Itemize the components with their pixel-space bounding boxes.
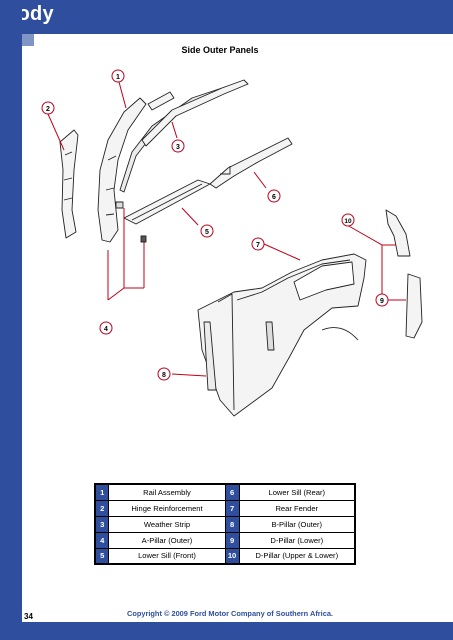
footer-bar	[0, 622, 453, 640]
left-margin-bar	[0, 0, 22, 640]
part-name: Rail Assembly	[108, 483, 226, 501]
callout-circle-2	[41, 101, 55, 115]
part-number: 8	[224, 515, 240, 533]
table-row: 4 A-Pillar (Outer) 9 D-Pillar (Lower)	[94, 531, 356, 549]
callout-label-8: 8	[162, 372, 166, 379]
page-number: 34	[24, 612, 33, 621]
part-name: D-Pillar (Lower)	[238, 531, 356, 549]
table-row: 5 Lower Sill (Front) 10 D-Pillar (Upper …	[94, 547, 356, 565]
part-number: 4	[94, 531, 110, 549]
callout-label-2: 2	[46, 106, 50, 113]
callout-line-6	[253, 171, 267, 189]
part-name: Hinge Reinforcement	[108, 499, 226, 517]
callout-line-8	[171, 373, 207, 377]
part-name: B-Pillar (Outer)	[238, 515, 356, 533]
part-number: 3	[94, 515, 110, 533]
part-name: A-Pillar (Outer)	[108, 531, 226, 549]
rail-assembly-part	[147, 91, 175, 111]
d-pillar-lower-part	[405, 273, 423, 339]
part-number: 5	[94, 547, 110, 565]
lower-sill-rear-part	[209, 137, 293, 189]
callout-circle-5	[200, 224, 214, 238]
b-pillar-outer-part	[203, 321, 217, 391]
table-row: 1 Rail Assembly 6 Lower Sill (Rear)	[94, 483, 356, 501]
header-bar: Body	[0, 0, 453, 34]
copyright-notice: Copyright © 2009 Ford Motor Company of S…	[127, 609, 333, 618]
corner-accent	[22, 34, 34, 46]
callout-label-7: 7	[256, 242, 260, 249]
callout-circle-6	[267, 189, 281, 203]
callout-line-2	[47, 113, 65, 151]
callout-label-10: 10	[344, 218, 352, 225]
callout-circle-9	[375, 293, 389, 307]
callout-label-5: 5	[205, 229, 209, 236]
part-name: D-Pillar (Upper & Lower)	[238, 547, 356, 565]
callout-line-3	[171, 121, 178, 139]
part-number: 9	[224, 531, 240, 549]
callout-label-6: 6	[272, 194, 276, 201]
part-number: 2	[94, 499, 110, 517]
rear-fender-part	[197, 253, 367, 417]
callout-line-1	[118, 81, 127, 109]
part-number: 10	[224, 547, 240, 565]
part-number: 1	[94, 483, 110, 501]
callout-label-3: 3	[176, 144, 180, 151]
part-name: Lower Sill (Front)	[108, 547, 226, 565]
callout-line-4b	[107, 287, 125, 301]
callout-label-4: 4	[104, 326, 108, 333]
callout-label-1: 1	[116, 74, 120, 81]
part-number: 6	[224, 483, 240, 501]
callout-circle-4	[99, 321, 113, 335]
part-number: 7	[224, 499, 240, 517]
callout-line-5	[181, 207, 199, 226]
part-name: Lower Sill (Rear)	[238, 483, 356, 501]
callout-circle-3	[171, 139, 185, 153]
table-row: 2 Hinge Reinforcement 7 Rear Fender	[94, 499, 356, 517]
callout-label-9: 9	[380, 298, 384, 305]
callout-line-10	[346, 224, 383, 246]
table-row: 3 Weather Strip 8 B-Pillar (Outer)	[94, 515, 356, 533]
callout-line-7	[263, 243, 301, 261]
page-title: Side Outer Panels	[181, 45, 259, 55]
callout-circle-1	[111, 69, 125, 83]
callout-circle-10	[341, 213, 355, 227]
part-name: Rear Fender	[238, 499, 356, 517]
callout-circle-8	[157, 367, 171, 381]
hinge-reinforcement-part	[59, 129, 79, 239]
d-pillar-upper-part	[385, 209, 411, 257]
callout-circle-7	[251, 237, 265, 251]
a-pillar-outer-part	[97, 97, 147, 243]
parts-legend-table: 1 Rail Assembly 6 Lower Sill (Rear) 2 Hi…	[94, 483, 356, 565]
side-outer-panels-diagram: 1 2 3 4 5 6 7 8 9 10	[41, 69, 423, 417]
part-name: Weather Strip	[108, 515, 226, 533]
